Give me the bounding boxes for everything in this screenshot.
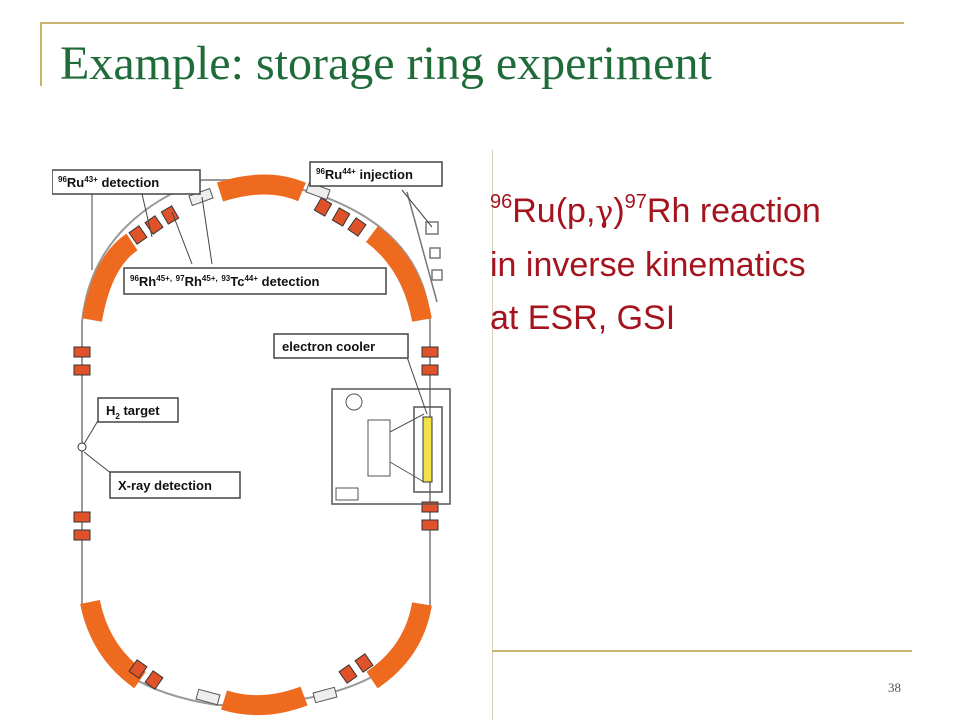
slide-number: 38 [888,680,901,695]
reaction-line-2: in inverse kinematics [490,246,806,284]
label-rh-tc-detection: 96Rh45+, 97Rh45+, 93Tc44+ detection [123,267,387,295]
label-ru44-injection: 96Ru44+ injection [309,161,443,187]
quad-15 [128,659,148,679]
electron-cooler-text: electron cooler [282,339,375,354]
ru43-suffix: detection [101,175,159,190]
quad-2 [144,215,164,235]
dipole-bottom [220,686,308,716]
product-mass: 97 [624,190,647,213]
gamma-symbol: γ [595,195,614,230]
quad-8 [73,364,91,376]
injection-line [406,191,443,303]
injection-element-1 [425,221,439,235]
quad-16 [144,670,164,690]
quad-4 [313,197,333,217]
detector-bottom-left [195,688,221,706]
reaction-mid: ) [613,192,625,230]
quad-9 [421,346,439,358]
ru43-charge: 43+ [84,175,98,184]
dipole-top-right [365,226,432,322]
quad-11 [73,511,91,523]
projectile-mass: 96 [490,190,513,213]
reaction-line-1: 96Ru(p,γ)97Rh reaction [490,185,930,239]
quadrupole-magnets [73,197,439,690]
quad-13 [421,501,439,513]
cooler-collector [335,487,359,501]
cooler-gun [345,393,363,411]
ru44-mass: 96 [316,167,325,176]
slide-title: Example: storage ring experiment [60,37,712,90]
ru44-element: Ru [325,167,342,182]
ru43-element: Ru [67,175,84,190]
left-rule [40,22,42,86]
injection-element-2 [429,247,441,259]
quad-5 [331,207,351,227]
dipole-bottom-right [366,602,432,689]
svg-text:96Rh45+, 97Rh45+, 93Tc44+ dete: 96Rh45+, 97Rh45+, 93Tc44+ detection [130,274,320,289]
detector-bottom-right [312,686,338,704]
bottom-rule [492,650,912,652]
quad-10 [421,364,439,376]
quad-6 [347,217,367,237]
quad-1 [128,225,148,245]
dipole-top-left [82,233,138,322]
electron-cooler-device [331,388,451,505]
dipole-top [216,174,306,202]
quad-18 [354,653,374,673]
storage-ring-svg: 96Ru43+ detection 96Ru44+ injection 96Rh… [52,161,451,716]
top-rule [40,22,904,24]
ru44-suffix: injection [359,167,413,182]
label-xray-detection: X-ray detection [109,471,241,499]
reaction-left: Ru(p, [512,192,596,230]
quad-7 [73,346,91,358]
reaction-description: 96Ru(p,γ)97Rh reaction in inverse kinema… [490,185,930,345]
ru43-mass: 96 [58,175,67,184]
xray-detection-text: X-ray detection [118,478,212,493]
quad-12 [73,529,91,541]
label-h2-target: H2 target [97,397,179,423]
svg-text:96Ru44+ injection: 96Ru44+ injection [316,167,413,182]
side-rule [492,150,493,720]
straight-elements [188,181,338,706]
dipole-bottom-left [80,599,146,689]
beam-path [81,179,431,706]
svg-text:96Ru43+ detection: 96Ru43+ detection [58,175,159,190]
quad-14 [421,519,439,531]
svg-text:H2 target: H2 target [106,403,160,421]
label-electron-cooler: electron cooler [273,333,409,359]
h2-target-point [77,442,87,452]
injection-element-3 [431,269,443,281]
quad-17 [338,664,358,684]
storage-ring-diagram: 96Ru43+ detection 96Ru44+ injection 96Rh… [52,152,492,720]
reaction-line-3: at ESR, GSI [490,299,676,337]
label-ru43-detection: 96Ru43+ detection [52,169,201,195]
reaction-product: Rh reaction [646,192,821,230]
cooler-tube [422,416,433,483]
ru44-charge: 44+ [342,167,356,176]
dipole-magnets [80,174,432,716]
quad-3 [160,205,180,225]
